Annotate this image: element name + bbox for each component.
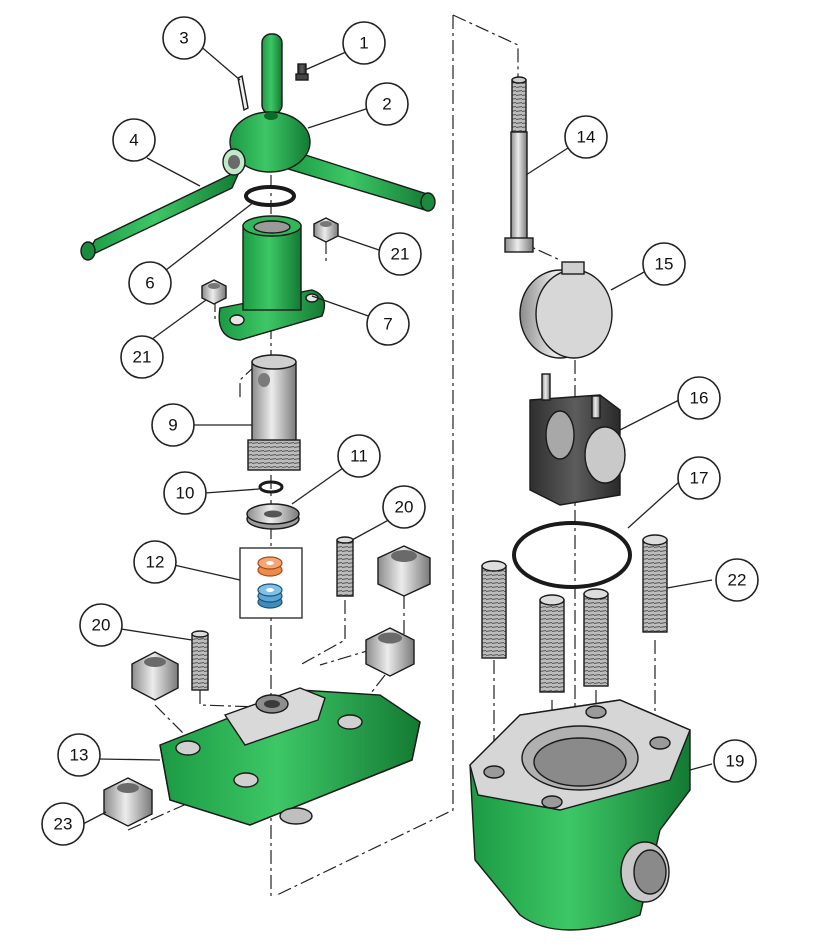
callout-13: 13	[57, 733, 101, 777]
callout-21-left: 21	[120, 335, 164, 379]
spindle-housing	[247, 354, 301, 471]
callout-11: 11	[337, 434, 381, 478]
callout-12-label: 12	[146, 553, 165, 572]
callout-7: 7	[366, 302, 410, 346]
nut-23-a	[377, 545, 431, 597]
callout-1: 1	[342, 21, 386, 65]
stud-20-right	[336, 536, 354, 597]
callout-20-right-label: 20	[395, 498, 414, 517]
callout-10: 10	[163, 471, 207, 515]
callout-23-label: 23	[54, 815, 73, 834]
seal-kit-12	[239, 547, 303, 619]
callout-4: 4	[112, 118, 156, 162]
callout-2-label: 2	[382, 95, 391, 114]
callout-19-label: 19	[726, 752, 745, 771]
cage-16	[529, 373, 626, 506]
callout-14: 14	[564, 115, 608, 159]
callout-17: 17	[677, 456, 721, 500]
washer-11	[246, 503, 300, 530]
callout-16-label: 16	[690, 389, 709, 408]
callout-21-left-label: 21	[133, 348, 152, 367]
callout-12: 12	[133, 540, 177, 584]
callout-19: 19	[713, 739, 757, 783]
callout-15-label: 15	[655, 255, 674, 274]
cotter-pin	[237, 74, 249, 112]
callout-3-label: 3	[179, 29, 188, 48]
grease-nipple	[295, 63, 309, 81]
callout-9-label: 9	[168, 416, 177, 435]
callout-22-label: 22	[728, 571, 747, 590]
callout-20-left-label: 20	[92, 616, 111, 635]
callout-20-left: 20	[79, 603, 123, 647]
o-ring-10	[258, 480, 284, 494]
callout-20-right: 20	[382, 485, 426, 529]
callout-21-top: 21	[378, 232, 422, 276]
gasket-17	[512, 521, 632, 589]
callout-6: 6	[128, 261, 172, 305]
callout-3: 3	[162, 16, 206, 60]
callout-1-label: 1	[359, 34, 368, 53]
callout-14-label: 14	[577, 128, 596, 147]
nut-23-d	[103, 777, 153, 827]
nut-23-b	[365, 627, 415, 677]
nut-21-left	[201, 279, 227, 305]
callout-4-label: 4	[129, 131, 138, 150]
flange-body-13	[159, 687, 421, 826]
t-handle	[80, 33, 436, 261]
callout-6-label: 6	[145, 274, 154, 293]
callout-17-label: 17	[690, 469, 709, 488]
bonnet	[218, 215, 326, 341]
callout-16: 16	[677, 376, 721, 420]
valve-body-19	[469, 699, 691, 931]
callout-7-label: 7	[383, 315, 392, 334]
callout-22: 22	[715, 558, 759, 602]
spindle-14	[504, 76, 534, 253]
callout-15: 15	[642, 242, 686, 286]
callout-23: 23	[41, 802, 85, 846]
callout-21-top-label: 21	[391, 245, 410, 264]
disc-15	[519, 261, 613, 359]
callout-10-label: 10	[176, 484, 195, 503]
nut-21-top	[313, 217, 339, 243]
nut-23-c	[131, 651, 179, 701]
callout-9: 9	[151, 403, 195, 447]
studs-22	[481, 534, 668, 693]
o-ring-6	[244, 185, 296, 207]
callout-11-label: 11	[350, 447, 368, 466]
stud-20-left	[191, 630, 209, 691]
callout-13-label: 13	[70, 746, 89, 765]
callout-2: 2	[365, 82, 409, 126]
